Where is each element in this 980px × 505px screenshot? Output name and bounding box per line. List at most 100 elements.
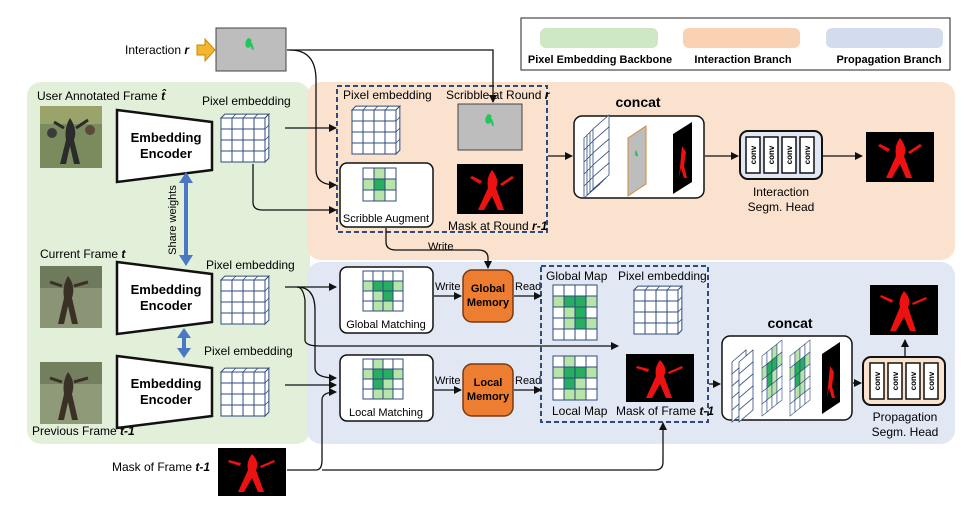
previous-frame-label: Previous Frame t-1 — [32, 424, 135, 438]
grid-cell — [362, 270, 374, 282]
global-write-label: Write — [435, 281, 460, 293]
svg-text:Encoder: Encoder — [140, 146, 192, 161]
grid-cell — [362, 178, 375, 191]
cube-cell — [231, 382, 244, 395]
conv-label: conv — [767, 145, 776, 164]
cube-cell — [644, 289, 657, 302]
grid-cell — [372, 280, 384, 292]
grid-cell — [552, 317, 565, 330]
grid-cell — [563, 317, 576, 330]
grid-cell — [563, 306, 576, 319]
legend-label-interaction: Interaction Branch — [694, 54, 791, 66]
interaction-arrow-icon — [196, 37, 216, 63]
svg-text:Embedding: Embedding — [131, 282, 202, 297]
grid-cell — [585, 366, 598, 379]
cube-cell — [373, 142, 386, 155]
grid-cell — [382, 358, 394, 370]
grid-cell — [574, 328, 587, 341]
grid-cell — [552, 306, 565, 319]
global-memory-label-2: Memory — [467, 297, 510, 309]
concat-map-cell — [776, 387, 783, 405]
pb-pixel-embedding-cube — [632, 284, 684, 336]
grid-cell — [563, 295, 576, 308]
ib-concat-stack — [583, 114, 692, 199]
grid-cell — [373, 167, 386, 180]
grid-cell — [384, 167, 397, 180]
grid-cell — [382, 368, 394, 380]
cube-cell — [242, 301, 255, 314]
grid-cell — [373, 189, 386, 202]
cube-cell — [231, 312, 244, 325]
pixel-embedding-cube-bottom — [219, 366, 271, 418]
cube-cell — [253, 393, 266, 406]
conv-block — [869, 362, 885, 400]
legend-label-backbone: Pixel Embedding Backbone — [528, 54, 672, 66]
grid-cell — [585, 388, 598, 401]
conv-block — [799, 136, 815, 174]
grid-cell — [552, 355, 565, 368]
cube-cell — [655, 300, 668, 313]
grid-cell — [372, 300, 384, 312]
cube-cell — [220, 279, 233, 292]
cube-cell — [242, 312, 255, 325]
cube-cell — [220, 393, 233, 406]
grid-cell — [574, 377, 587, 390]
pixel-embedding-cube-top — [219, 112, 271, 164]
cube-cell — [253, 150, 266, 163]
scribble-augment-label: Scribble Augment — [343, 213, 429, 225]
cube-cell — [231, 279, 244, 292]
conv-block — [745, 136, 761, 174]
cube-cell — [633, 322, 646, 335]
svg-text:Encoder: Encoder — [140, 392, 192, 407]
global-memory-box — [462, 269, 514, 323]
cube-cell — [362, 131, 375, 144]
local-map-grid — [552, 355, 598, 401]
propagation-head-label-2: Segm. Head — [872, 425, 939, 439]
connections — [252, 49, 909, 471]
pixel-embedding-label-top: Pixel embedding — [202, 94, 291, 108]
scribble-augment-grid — [362, 167, 397, 202]
grid-cell — [563, 355, 576, 368]
cube-cell — [373, 109, 386, 122]
cube-cell — [351, 120, 364, 133]
grid-cell — [552, 366, 565, 379]
conv-label: conv — [785, 145, 794, 164]
local-memory-label-2: Memory — [467, 391, 510, 403]
conv-label: conv — [909, 371, 918, 390]
svg-text:Embedding: Embedding — [131, 376, 202, 391]
local-map-label: Local Map — [552, 404, 608, 418]
cube-cell — [220, 290, 233, 303]
local-matching-label: Local Matching — [349, 407, 423, 419]
concat-cell — [738, 397, 754, 423]
current-frame-image — [40, 266, 102, 328]
grid-cell — [552, 284, 565, 297]
pb-concat-label: concat — [767, 315, 812, 331]
interaction-scribble-image — [215, 27, 287, 72]
mask-round-label: Mask at Round r-1 — [448, 219, 548, 233]
grid-cell — [373, 178, 386, 191]
global-memory-label-1: Global — [471, 283, 505, 295]
mask-round-silhouette — [470, 170, 514, 210]
cube-cell — [351, 131, 364, 144]
legend-label-propagation: Propagation Branch — [836, 54, 941, 66]
grid-cell — [362, 290, 374, 302]
conv-block — [763, 136, 779, 174]
cube-cell — [220, 312, 233, 325]
grid-cell — [362, 378, 374, 390]
scribble-round-label: Scribble at Round r — [446, 88, 551, 102]
grid-cell — [382, 378, 394, 390]
cube-cell — [644, 311, 657, 324]
interaction-head-label-1: Interaction — [753, 185, 809, 199]
grid-cell — [552, 388, 565, 401]
propagation-head-label-1: Propagation — [873, 410, 938, 424]
grid-cell — [384, 178, 397, 191]
cube-cell — [242, 117, 255, 130]
conv-label: conv — [803, 145, 812, 164]
cube-cell — [231, 371, 244, 384]
cube-cell — [351, 109, 364, 122]
local-memory-label-1: Local — [474, 377, 503, 389]
grid-cell — [372, 378, 384, 390]
grid-cell — [585, 284, 598, 297]
cube-cell — [242, 371, 255, 384]
